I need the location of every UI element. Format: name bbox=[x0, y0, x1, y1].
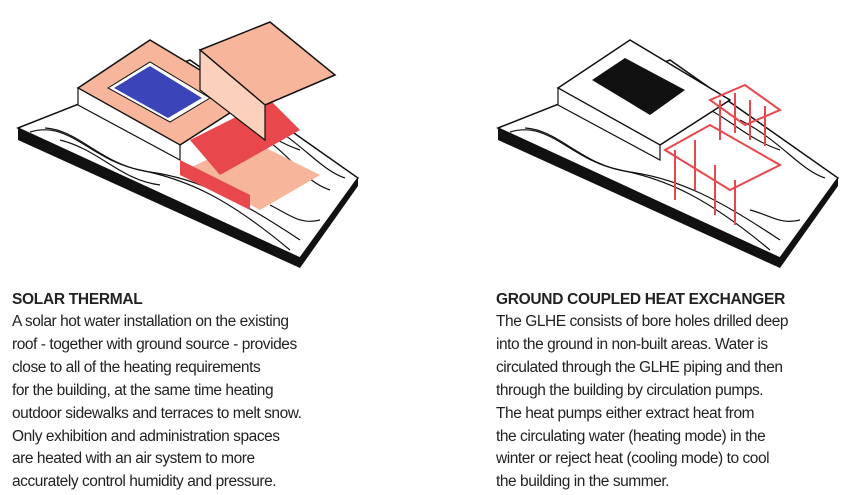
body-line: winter or reject heat (cooling mode) to … bbox=[496, 450, 770, 468]
ground-heat-exchanger-section: GROUND COUPLED HEAT EXCHANGER The GLHE c… bbox=[496, 289, 865, 494]
body-line: for the building, at the same time heati… bbox=[12, 381, 274, 399]
ground-heat-exchanger-title: GROUND COUPLED HEAT EXCHANGER bbox=[496, 291, 785, 308]
building-roof bbox=[556, 39, 732, 162]
roof-panel bbox=[592, 58, 685, 115]
ground-heat-exchanger-diagram bbox=[496, 39, 840, 268]
body-line: accurately control humidity and pressure… bbox=[12, 473, 277, 491]
body-line: into the ground in non-built areas. Wate… bbox=[496, 335, 768, 353]
body-line: circulated through the GLHE piping and t… bbox=[496, 358, 783, 376]
solar-panel-array bbox=[114, 66, 202, 118]
body-line: the building in the summer. bbox=[496, 473, 670, 491]
body-line: The heat pumps either extract heat from bbox=[496, 404, 755, 422]
solar-thermal-section: SOLAR THERMAL A solar hot water installa… bbox=[12, 289, 392, 494]
upper-volume bbox=[198, 21, 337, 142]
body-line: A solar hot water installation on the ex… bbox=[12, 313, 289, 330]
body-line: The GLHE consists of bore holes drilled … bbox=[496, 313, 789, 330]
heated-terraces bbox=[180, 100, 320, 210]
body-line: roof - together with ground source - pro… bbox=[12, 335, 297, 353]
body-line: Only exhibition and administration space… bbox=[12, 427, 280, 445]
body-line: through the building by circulation pump… bbox=[496, 381, 764, 399]
body-line: the circulating water (heating mode) in … bbox=[496, 427, 766, 445]
solar-thermal-diagram bbox=[16, 21, 360, 268]
solar-thermal-title: SOLAR THERMAL bbox=[12, 291, 143, 308]
body-line: close to all of the heating requirements bbox=[12, 358, 261, 376]
body-line: are heated with an air system to more bbox=[12, 450, 255, 468]
glhe-piping bbox=[663, 83, 783, 225]
body-line: outdoor sidewalks and terraces to melt s… bbox=[12, 404, 302, 422]
